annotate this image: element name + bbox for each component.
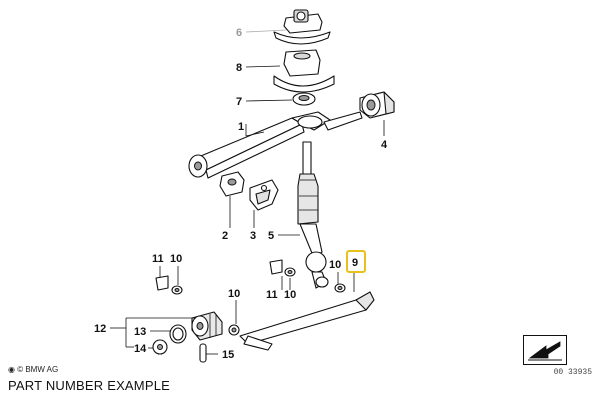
part-14-ring [152, 339, 168, 355]
label-4: 4 [381, 139, 388, 151]
selector-rod-assembly [239, 276, 375, 351]
label-8: 8 [236, 62, 242, 74]
label-14: 14 [134, 343, 147, 355]
highlight-box-9 [346, 250, 366, 273]
part-1-shift-lever [188, 111, 363, 179]
bmw-roundel-icon: ◉ [8, 365, 15, 374]
label-11-right: 11 [266, 289, 278, 301]
caption-part-number-example: PART NUMBER EXAMPLE [8, 378, 171, 393]
navigation-box[interactable] [523, 335, 567, 365]
part-8-gaiter [273, 49, 335, 93]
part-3-bracket-clip [249, 179, 279, 211]
label-12: 12 [94, 323, 106, 335]
part-7-bushing [292, 92, 316, 106]
label-13: 13 [134, 326, 146, 338]
arrow-nav-icon [528, 341, 562, 361]
leader-lines [110, 29, 385, 355]
label-9-highlighted: 9 [352, 257, 358, 269]
label-3: 3 [250, 230, 256, 242]
part-2-bushing [219, 171, 245, 197]
part-4-rubber-mount [359, 91, 395, 119]
copyright-notice: ◉ © BMW AG [8, 365, 58, 374]
label-15: 15 [222, 349, 234, 361]
label-6: 6 [236, 27, 242, 39]
label-5: 5 [268, 230, 274, 242]
label-1: 1 [238, 121, 244, 133]
part-13-ring [169, 324, 187, 344]
label-10-right-low: 10 [284, 289, 296, 301]
part-6-shift-cap [273, 9, 331, 45]
label-10-middle: 10 [228, 288, 240, 300]
part-15-pin [199, 343, 207, 363]
part-12-joint-assembly [191, 311, 223, 341]
label-10-right: 10 [329, 259, 341, 271]
catalog-number: 00 33935 [553, 368, 592, 377]
part-11-10-left-clip [155, 275, 183, 295]
copyright-text: © BMW AG [17, 365, 59, 374]
part-11-10-clip-washer [269, 259, 296, 277]
label-10-left: 10 [170, 253, 182, 265]
part-labels: 6 8 7 1 4 2 3 5 9 10 10 11 10 11 10 12 1… [94, 27, 388, 361]
label-2: 2 [222, 230, 228, 242]
label-11-left: 11 [152, 253, 164, 265]
label-7: 7 [236, 96, 242, 108]
part-10-washer [228, 324, 240, 336]
part-5-shift-rod [297, 141, 327, 289]
